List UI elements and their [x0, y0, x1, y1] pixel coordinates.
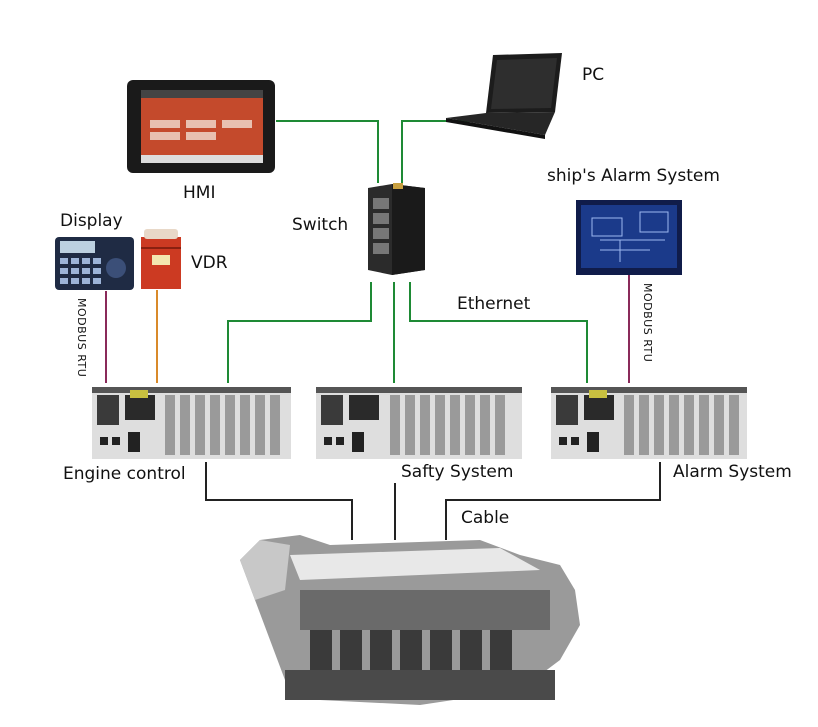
modbus-links — [105, 275, 630, 383]
ships-alarm-device — [576, 200, 682, 275]
switch-label: Switch — [292, 215, 349, 235]
engine-control-cable — [205, 462, 353, 540]
safety-system-label: Safty System — [401, 462, 514, 482]
display-label: Display — [60, 211, 123, 231]
hmi-device — [127, 80, 275, 173]
hmi-switch-link — [276, 120, 379, 183]
modbus-left-label: MODBUS RTU — [75, 298, 88, 378]
hmi-label: HMI — [183, 183, 216, 203]
pc-switch-link — [401, 120, 497, 183]
pc-device — [446, 53, 562, 139]
engine-control-label: Engine control — [63, 464, 186, 484]
ships-alarm-label: ship's Alarm System — [547, 166, 720, 186]
plc-engine-control — [92, 387, 291, 459]
plc-safety-system — [316, 387, 522, 459]
pc-label: PC — [582, 65, 605, 85]
switch-engine-control-link — [227, 282, 372, 383]
vdr-device — [141, 229, 181, 289]
ethernet-label: Ethernet — [457, 294, 531, 314]
engine-illustration — [240, 535, 580, 705]
switch-device — [368, 183, 425, 275]
cable-links — [205, 462, 661, 540]
switch-alarm-link — [409, 282, 588, 383]
modbus-right-label: MODBUS RTU — [641, 283, 654, 363]
alarm-cable — [445, 462, 661, 540]
display-device — [55, 237, 134, 290]
cable-label: Cable — [461, 508, 510, 528]
vdr-label: VDR — [191, 253, 228, 273]
alarm-system-label: Alarm System — [673, 462, 792, 482]
plc-alarm-system — [551, 387, 747, 459]
